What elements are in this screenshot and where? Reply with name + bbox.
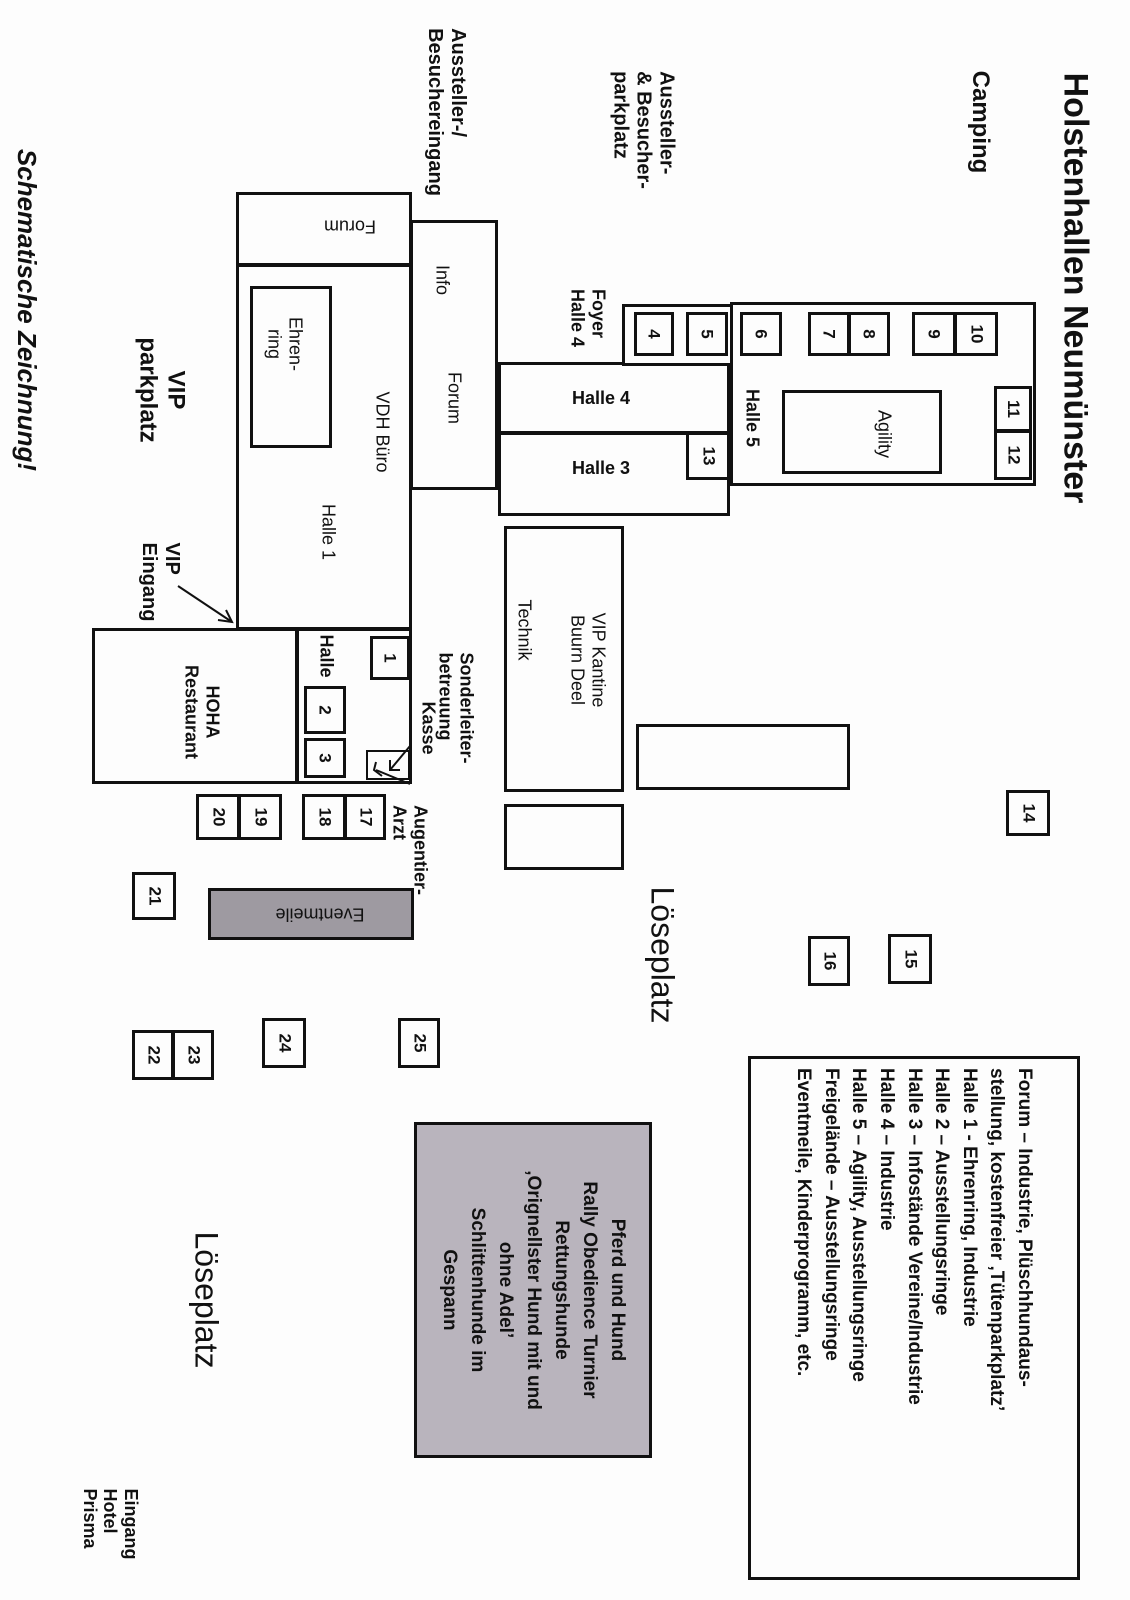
map-title: Holstenhallen Neumünster [1056, 72, 1095, 504]
legend-box [748, 1056, 1080, 1580]
stand-18: 18 [302, 794, 346, 840]
stand-25: 25 [398, 1018, 440, 1068]
halle-3-label: Halle 3 [572, 458, 631, 478]
stand-21: 21 [132, 872, 176, 920]
halle-2-label: Halle [316, 634, 337, 678]
info-forum-building [410, 220, 498, 490]
halle-1-label: Halle 1 [318, 503, 339, 561]
vdh-buero-label: VDH Büro [372, 391, 393, 473]
legend-line: Halle 1 - Ehrenring, Industrie [958, 1068, 980, 1327]
halle-5-label: Halle 5 [742, 388, 763, 448]
event-line: Pferd und Hund [607, 1218, 628, 1362]
stand-7: 7 [808, 312, 850, 356]
loeseplatz-label-2: Löseplatz [188, 1231, 225, 1369]
parking-label: Aussteller-& Besucher-parkplatz [609, 71, 678, 189]
legend-line: Eventmeile, Kinderprogramm, etc. [793, 1068, 815, 1377]
legend-line: Halle 4 – Industrie [876, 1068, 898, 1231]
event-line: Rally Obedience Turnier [579, 1181, 600, 1399]
camping-label: Camping [966, 70, 994, 174]
info-label: Info [432, 264, 453, 296]
stand-6: 6 [740, 312, 782, 356]
visitor-entrance-label: Aussteller-/Besuchereingang [424, 28, 469, 196]
legend-line: stellung, kostenfreier ‚Tütenparkplatz’ [986, 1068, 1008, 1412]
legend-line: Forum – Industrie, Plüschhundaus- [1014, 1068, 1036, 1387]
stand-8: 8 [848, 312, 890, 356]
stand-3: 3 [304, 738, 346, 778]
agility-label: Agility [874, 409, 895, 459]
stand-20: 20 [196, 794, 240, 840]
legend-line: Halle 5 – Agility, Ausstellungsringe [848, 1068, 870, 1382]
kasse-label: Kasse [418, 701, 439, 755]
legend: Forum – Industrie, Plüschhundaus- stellu… [790, 1068, 1038, 1568]
ehrenring-ring [250, 286, 332, 448]
event-line: ‚Orignellster Hund mit und [523, 1170, 544, 1410]
forum-label: Forum [444, 371, 465, 425]
event-line: Schlittenhunde im [467, 1207, 488, 1373]
legend-line: Halle 2 – Ausstellungsringe [931, 1068, 953, 1316]
stand-15: 15 [888, 934, 932, 984]
augentierarzt-label: Augentier-Arzt [390, 805, 431, 895]
stand-17: 17 [344, 794, 386, 840]
stand-12: 12 [994, 430, 1032, 480]
small-building-1 [504, 804, 624, 870]
stand-1: 1 [370, 636, 410, 680]
technik-label: Technik [514, 599, 535, 661]
vip-entrance-arrow-icon [177, 585, 234, 624]
forum-top-label: Forum [323, 216, 377, 237]
stand-4: 4 [634, 312, 674, 356]
vip-kantine-building [504, 526, 624, 792]
agility-ring [782, 390, 942, 474]
stand-19: 19 [238, 794, 282, 840]
ehrenring-label: Ehren-ring [265, 316, 306, 372]
stand-14: 14 [1006, 790, 1050, 836]
kasse-arrow-icon [372, 745, 411, 785]
schematic-note: Schematische Zeichnung! [11, 148, 42, 472]
stand-9: 9 [912, 312, 956, 356]
legend-line: Halle 3 – Infostände Vereine/Industrie [903, 1068, 925, 1405]
event-box [414, 1122, 652, 1458]
sonderleiter-label: Sonderleiter-betreuung [436, 652, 477, 764]
event-line: Gespann [439, 1249, 460, 1331]
eventmeile-label: Eventmeile [275, 904, 365, 925]
stand-23: 23 [172, 1030, 214, 1080]
stand-24: 24 [262, 1018, 306, 1068]
stand-16: 16 [808, 936, 850, 986]
stand-22: 22 [132, 1030, 174, 1080]
stand-10: 10 [954, 312, 998, 356]
loeseplatz-label-1: Löseplatz [644, 886, 681, 1024]
event-list: Pferd und Hund Rally Obedience Turnier R… [435, 1125, 631, 1455]
small-building-2 [636, 724, 850, 790]
event-line: Rettungshunde [551, 1220, 572, 1360]
halle-4-building [498, 362, 730, 434]
stand-5: 5 [686, 312, 728, 356]
event-line: ohne Adel’ [495, 1241, 516, 1339]
legend-line: Freigelände – Ausstellungsringe [821, 1068, 843, 1361]
halle-4-label: Halle 4 [572, 388, 631, 408]
stand-13: 13 [686, 432, 730, 480]
stand-11: 11 [994, 386, 1032, 432]
eventmeile-area [208, 888, 414, 940]
stand-2: 2 [304, 686, 346, 734]
